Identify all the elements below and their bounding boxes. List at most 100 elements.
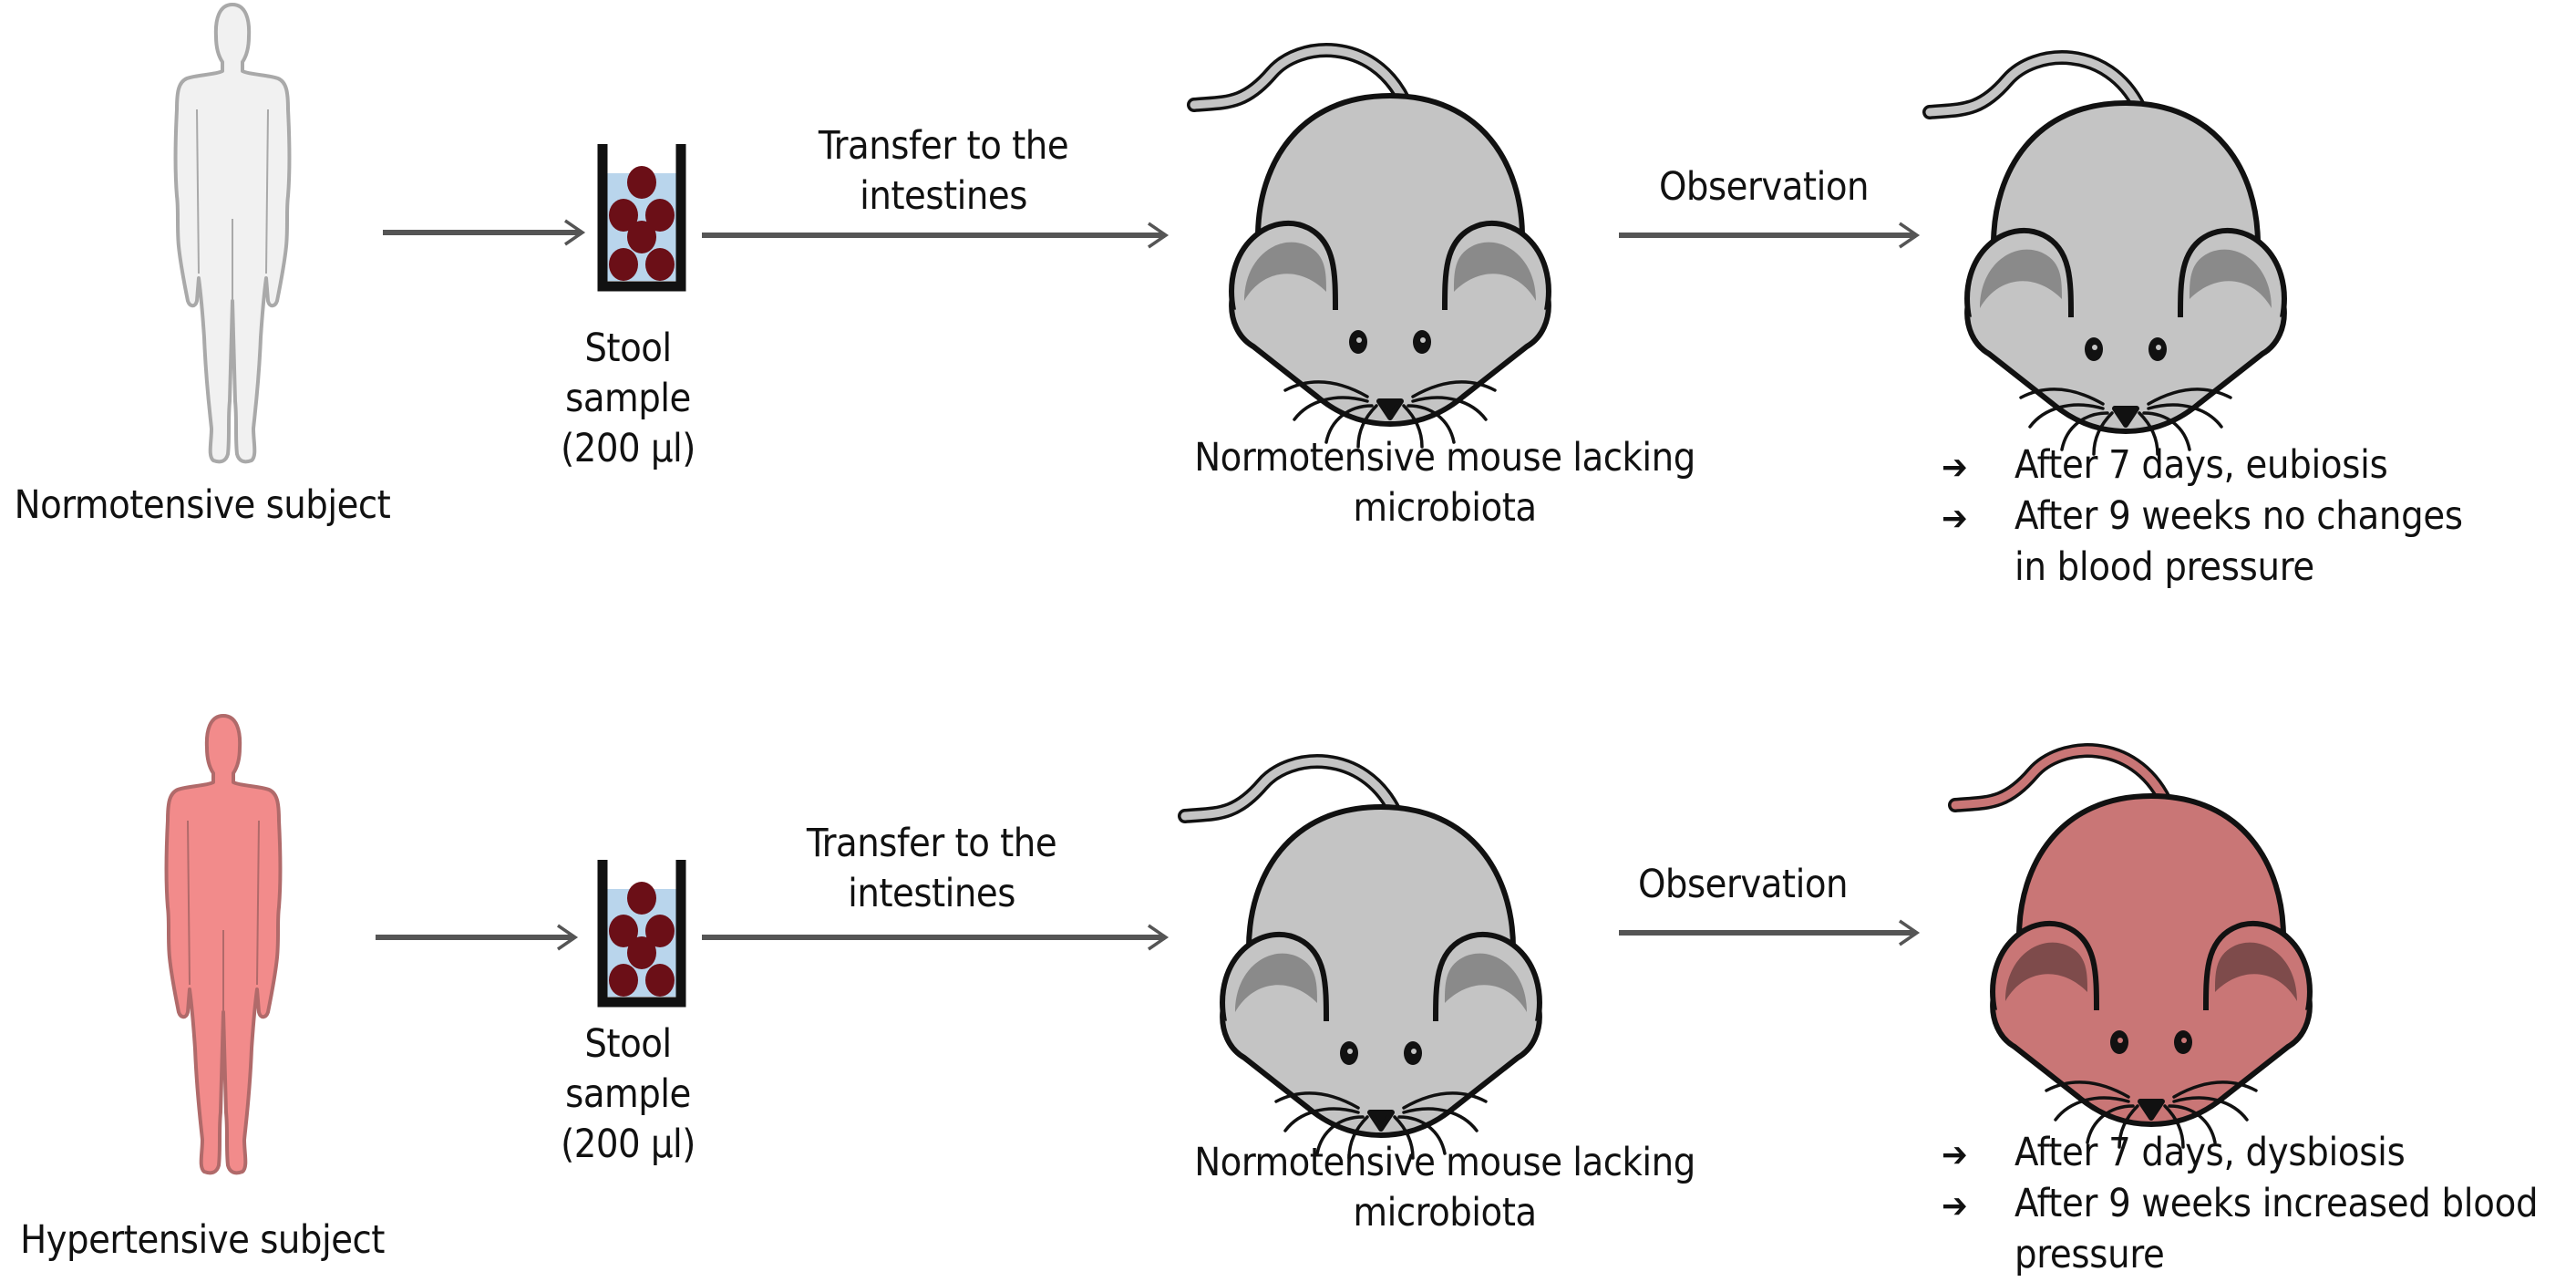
arm-crease <box>196 109 269 301</box>
outcome-item: ➔ After 9 weeks no changes in blood pres… <box>1942 491 2463 593</box>
outcome-text: pressure <box>2014 1232 2165 1277</box>
mouse-icon <box>1922 50 2287 456</box>
transfer-label: Transfer to the intestines <box>806 819 1057 919</box>
arrow-icon <box>383 219 586 246</box>
arrow-head <box>1899 222 1921 249</box>
sample-label-line: sample <box>565 1071 691 1117</box>
observation-label: Observation <box>1637 862 1849 907</box>
mouse-ear-right-inner <box>1445 953 1527 1012</box>
arrow-head <box>564 219 586 246</box>
stool-particle <box>645 199 675 232</box>
row-normotensive: Normotensive subject Stool sample (200 µ… <box>0 0 2576 638</box>
mouse-body <box>1220 804 1542 1138</box>
mouse-nose <box>1376 398 1404 420</box>
transfer-label-line: intestines <box>848 871 1015 916</box>
outcome-list: ➔ After 7 days, eubiosis ➔ After 9 weeks… <box>1942 439 2463 593</box>
mouse-nose <box>1367 1110 1395 1132</box>
mouse-ear-right-inner <box>2215 942 2297 1001</box>
mouse-icon <box>1948 743 2313 1149</box>
sample-label-line: (200 µl) <box>561 426 696 471</box>
stool-particle <box>627 221 656 253</box>
mouse-body <box>1964 100 2287 434</box>
row-hypertensive: Hypertensive subject Stool sample (200 µ… <box>0 700 2576 1282</box>
outcome-item: ➔ After 7 days, eubiosis <box>1942 439 2463 491</box>
sample-label: Stool sample (200 µl) <box>561 324 696 474</box>
outcome-text: After 7 days, dysbiosis <box>2014 1130 2406 1175</box>
sample-label-line: Stool <box>584 326 672 371</box>
arrow-icon <box>376 924 579 951</box>
stool-particle <box>609 915 638 947</box>
human-figure-icon <box>164 714 283 1175</box>
stool-particle <box>645 248 675 281</box>
stool-particle <box>609 199 638 232</box>
mouse-nose <box>2112 406 2139 428</box>
arrow-head <box>557 924 579 951</box>
arrow-icon <box>702 924 1170 951</box>
arrow-right-icon: ➔ <box>1942 1134 1968 1174</box>
mouse-body <box>1990 793 2313 1127</box>
stool-particle <box>627 166 656 199</box>
mouse-nose <box>2138 1099 2165 1121</box>
arm-crease <box>187 820 260 1012</box>
mouse-whiskers <box>2045 1080 2258 1149</box>
arrow-right-icon: ➔ <box>1942 1185 1968 1225</box>
stool-particle <box>627 882 656 915</box>
sample-label-line: Stool <box>584 1021 672 1067</box>
mouse-ear-left-inner <box>1235 953 1317 1012</box>
mouse-ear-left-inner <box>1244 242 1326 301</box>
mouse-ear-left-inner <box>1980 249 2062 308</box>
arrow-right-icon: ➔ <box>1942 498 1968 538</box>
mouse-tail-inner <box>1925 53 2144 117</box>
mouse-body <box>1229 93 1551 427</box>
mouse-ear-right-inner <box>1454 242 1536 301</box>
outcome-text: in blood pressure <box>2014 544 2314 590</box>
sample-label: Stool sample (200 µl) <box>561 1019 696 1170</box>
transfer-label-line: Transfer to the <box>806 821 1057 866</box>
mouse-tail-inner <box>1951 746 2169 810</box>
outcome-item: ➔ After 7 days, dysbiosis <box>1942 1127 2538 1178</box>
arrow-icon <box>1619 919 1921 946</box>
mouse-whiskers <box>1283 380 1497 449</box>
recipient-label: Normotensive mouse lacking microbiota <box>1194 433 1695 533</box>
transfer-label-line: intestines <box>860 173 1027 219</box>
arrow-head <box>1899 919 1921 946</box>
sample-label-line: (200 µl) <box>561 1122 696 1167</box>
mouse-ear-right-inner <box>2190 249 2272 308</box>
recipient-label-line: Normotensive mouse lacking <box>1194 435 1695 481</box>
mouse-icon <box>1178 754 1542 1160</box>
subject-label: Normotensive subject <box>14 482 391 528</box>
stool-particle <box>645 964 675 997</box>
tube-wall <box>597 144 686 292</box>
stool-particle <box>609 248 638 281</box>
arrow-head <box>1148 924 1170 951</box>
subject-label: Hypertensive subject <box>20 1217 385 1263</box>
tube-wall <box>597 860 686 1008</box>
mouse-whiskers <box>1274 1091 1488 1160</box>
observation-label: Observation <box>1658 164 1870 210</box>
sample-label-line: sample <box>565 376 691 421</box>
arrow-icon <box>702 222 1170 249</box>
transfer-label-line: Transfer to the <box>818 123 1069 169</box>
outcome-text: After 7 days, eubiosis <box>2014 442 2388 488</box>
mouse-tail-inner <box>1190 46 1408 109</box>
human-figure-icon <box>173 3 292 464</box>
recipient-label-line: microbiota <box>1353 485 1537 531</box>
arrow-right-icon: ➔ <box>1942 447 1968 487</box>
stool-tube-icon <box>597 860 686 1008</box>
recipient-label: Normotensive mouse lacking microbiota <box>1194 1138 1695 1238</box>
mouse-ear-left-inner <box>2005 942 2087 1001</box>
stool-particle <box>609 964 638 997</box>
stool-tube-icon <box>597 144 686 292</box>
outcome-item: ➔ After 9 weeks increased blood pressure <box>1942 1178 2539 1280</box>
outcome-text: After 9 weeks increased blood <box>2014 1181 2539 1226</box>
arrow-icon <box>1619 222 1921 249</box>
recipient-label-line: Normotensive mouse lacking <box>1194 1140 1695 1185</box>
mouse-icon <box>1187 43 1551 449</box>
transfer-label: Transfer to the intestines <box>818 121 1069 222</box>
outcome-text: After 9 weeks no changes <box>2014 493 2463 539</box>
stool-particle <box>645 915 675 947</box>
mouse-whiskers <box>2019 388 2232 456</box>
stool-particle <box>627 936 656 969</box>
mouse-tail-inner <box>1180 757 1399 821</box>
recipient-label-line: microbiota <box>1353 1190 1537 1235</box>
